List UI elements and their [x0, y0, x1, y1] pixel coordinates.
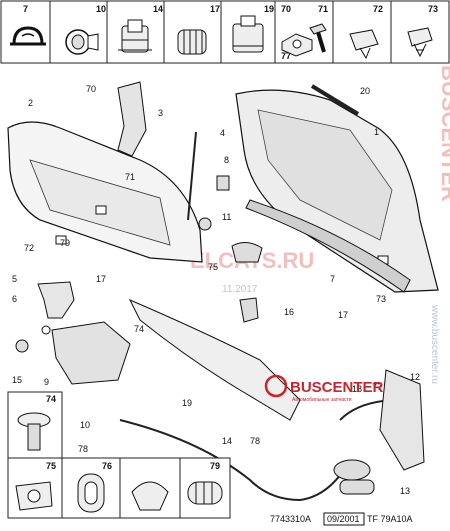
- callout-12: 12: [410, 372, 420, 382]
- callout-3: 3: [158, 108, 163, 118]
- callout-17b: 17: [338, 310, 348, 320]
- strip-num-73: 73: [428, 4, 438, 14]
- fastener-foot-icon: [131, 481, 169, 511]
- latch-assembly: [15, 281, 131, 385]
- panel-num-74: 74: [46, 394, 56, 404]
- panel-num-75: 75: [46, 461, 56, 471]
- callout-71: 71: [125, 172, 135, 182]
- strip-num-71: 71: [318, 4, 328, 14]
- callout-20: 20: [360, 86, 370, 96]
- callout-78b: 78: [250, 436, 260, 446]
- callout-7: 7: [330, 274, 335, 284]
- fir-tree-clip-icon: [407, 27, 433, 58]
- callout-labels: 1 2 3 4 5 6 7 8 9 10 11 12 13 14 15 16 1…: [12, 84, 420, 496]
- callout-6: 6: [12, 294, 17, 304]
- callout-2: 2: [28, 98, 33, 108]
- watermark-url: www.buscenter.ru: [429, 304, 440, 384]
- trim-clip-icon: [15, 481, 53, 511]
- callout-13: 13: [400, 486, 410, 496]
- callout-9: 9: [44, 377, 49, 387]
- footer-ref-date: 09/2001: [327, 514, 360, 524]
- top-parts-strip: 7 10 14 17 19 70 71 72 73 77: [0, 0, 450, 64]
- callout-8: 8: [224, 155, 229, 165]
- screw-icon: [309, 23, 327, 53]
- callout-78a: 78: [78, 444, 88, 454]
- prop-rod: [187, 84, 360, 221]
- strip-num-77: 77: [281, 51, 291, 61]
- callout-73: 73: [376, 294, 386, 304]
- strip-num-7: 7: [23, 4, 28, 14]
- callout-74: 74: [134, 324, 144, 334]
- watermark-side: BUSCENTER: [437, 65, 450, 202]
- hood-panel-outer: [235, 89, 439, 293]
- strip-num-19: 19: [264, 4, 274, 14]
- cable-holder-icon: [177, 29, 207, 55]
- callout-5: 5: [12, 274, 17, 284]
- grommet-icon: [77, 473, 105, 513]
- callout-17a: 17: [96, 274, 106, 284]
- hood-stop: [198, 175, 263, 263]
- callout-14: 14: [222, 436, 232, 446]
- hood-panel-inner: [7, 121, 203, 263]
- strip-num-72: 72: [373, 4, 383, 14]
- fastener-clip-icon: [349, 29, 379, 60]
- footer-ref-left: 7743310A: [270, 514, 311, 524]
- footer-ref-right: TF 79A10A: [367, 514, 413, 524]
- callout-79: 79: [60, 238, 70, 248]
- footer-reference: 7743310A 09/2001 TF 79A10A: [270, 512, 413, 526]
- ribbed-plug-icon: [187, 481, 223, 505]
- callout-16: 16: [284, 307, 294, 317]
- push-rivet-icon: [65, 29, 99, 55]
- callout-18: 18: [352, 384, 362, 394]
- bumper-icon: [232, 15, 264, 53]
- callout-75: 75: [208, 262, 218, 272]
- cable-clip-icon: [118, 19, 152, 53]
- hood-seal-strip: [245, 199, 411, 293]
- strip-num-14: 14: [153, 4, 163, 14]
- callout-4: 4: [220, 128, 225, 138]
- hinge-bracket: [117, 81, 147, 157]
- callout-77: 77: [372, 382, 382, 392]
- callout-1: 1: [374, 127, 379, 137]
- front-crossmember: [128, 297, 301, 421]
- panel-num-76: 76: [102, 461, 112, 471]
- square-nut-icon: [281, 33, 313, 57]
- callout-19: 19: [182, 398, 192, 408]
- panel-num-79: 79: [210, 461, 220, 471]
- callout-10: 10: [80, 420, 90, 430]
- logo-text: BUSCENTER: [290, 379, 384, 396]
- logo-subtext: Автомобильные запчасти: [292, 397, 352, 403]
- strip-num-70: 70: [281, 4, 291, 14]
- callout-70: 70: [86, 84, 96, 94]
- strip-num-10: 10: [96, 4, 106, 14]
- buscenter-logo: BUSCENTER Автомобильные запчасти: [264, 374, 384, 403]
- callout-11: 11: [222, 212, 231, 222]
- release-handle: [333, 369, 425, 495]
- watermark-date: 11.2017: [222, 284, 258, 295]
- washer-bolt-icon: [17, 412, 51, 451]
- strip-num-17: 17: [210, 4, 220, 14]
- left-fastener-panel: 74 75 76 79: [7, 391, 231, 519]
- callout-15: 15: [12, 375, 22, 385]
- watermark-layer: ELCATS.RU BUSCENTER www.buscenter.ru 11.…: [190, 65, 450, 384]
- callout-72: 72: [24, 243, 34, 253]
- retaining-clip-icon: [10, 26, 46, 46]
